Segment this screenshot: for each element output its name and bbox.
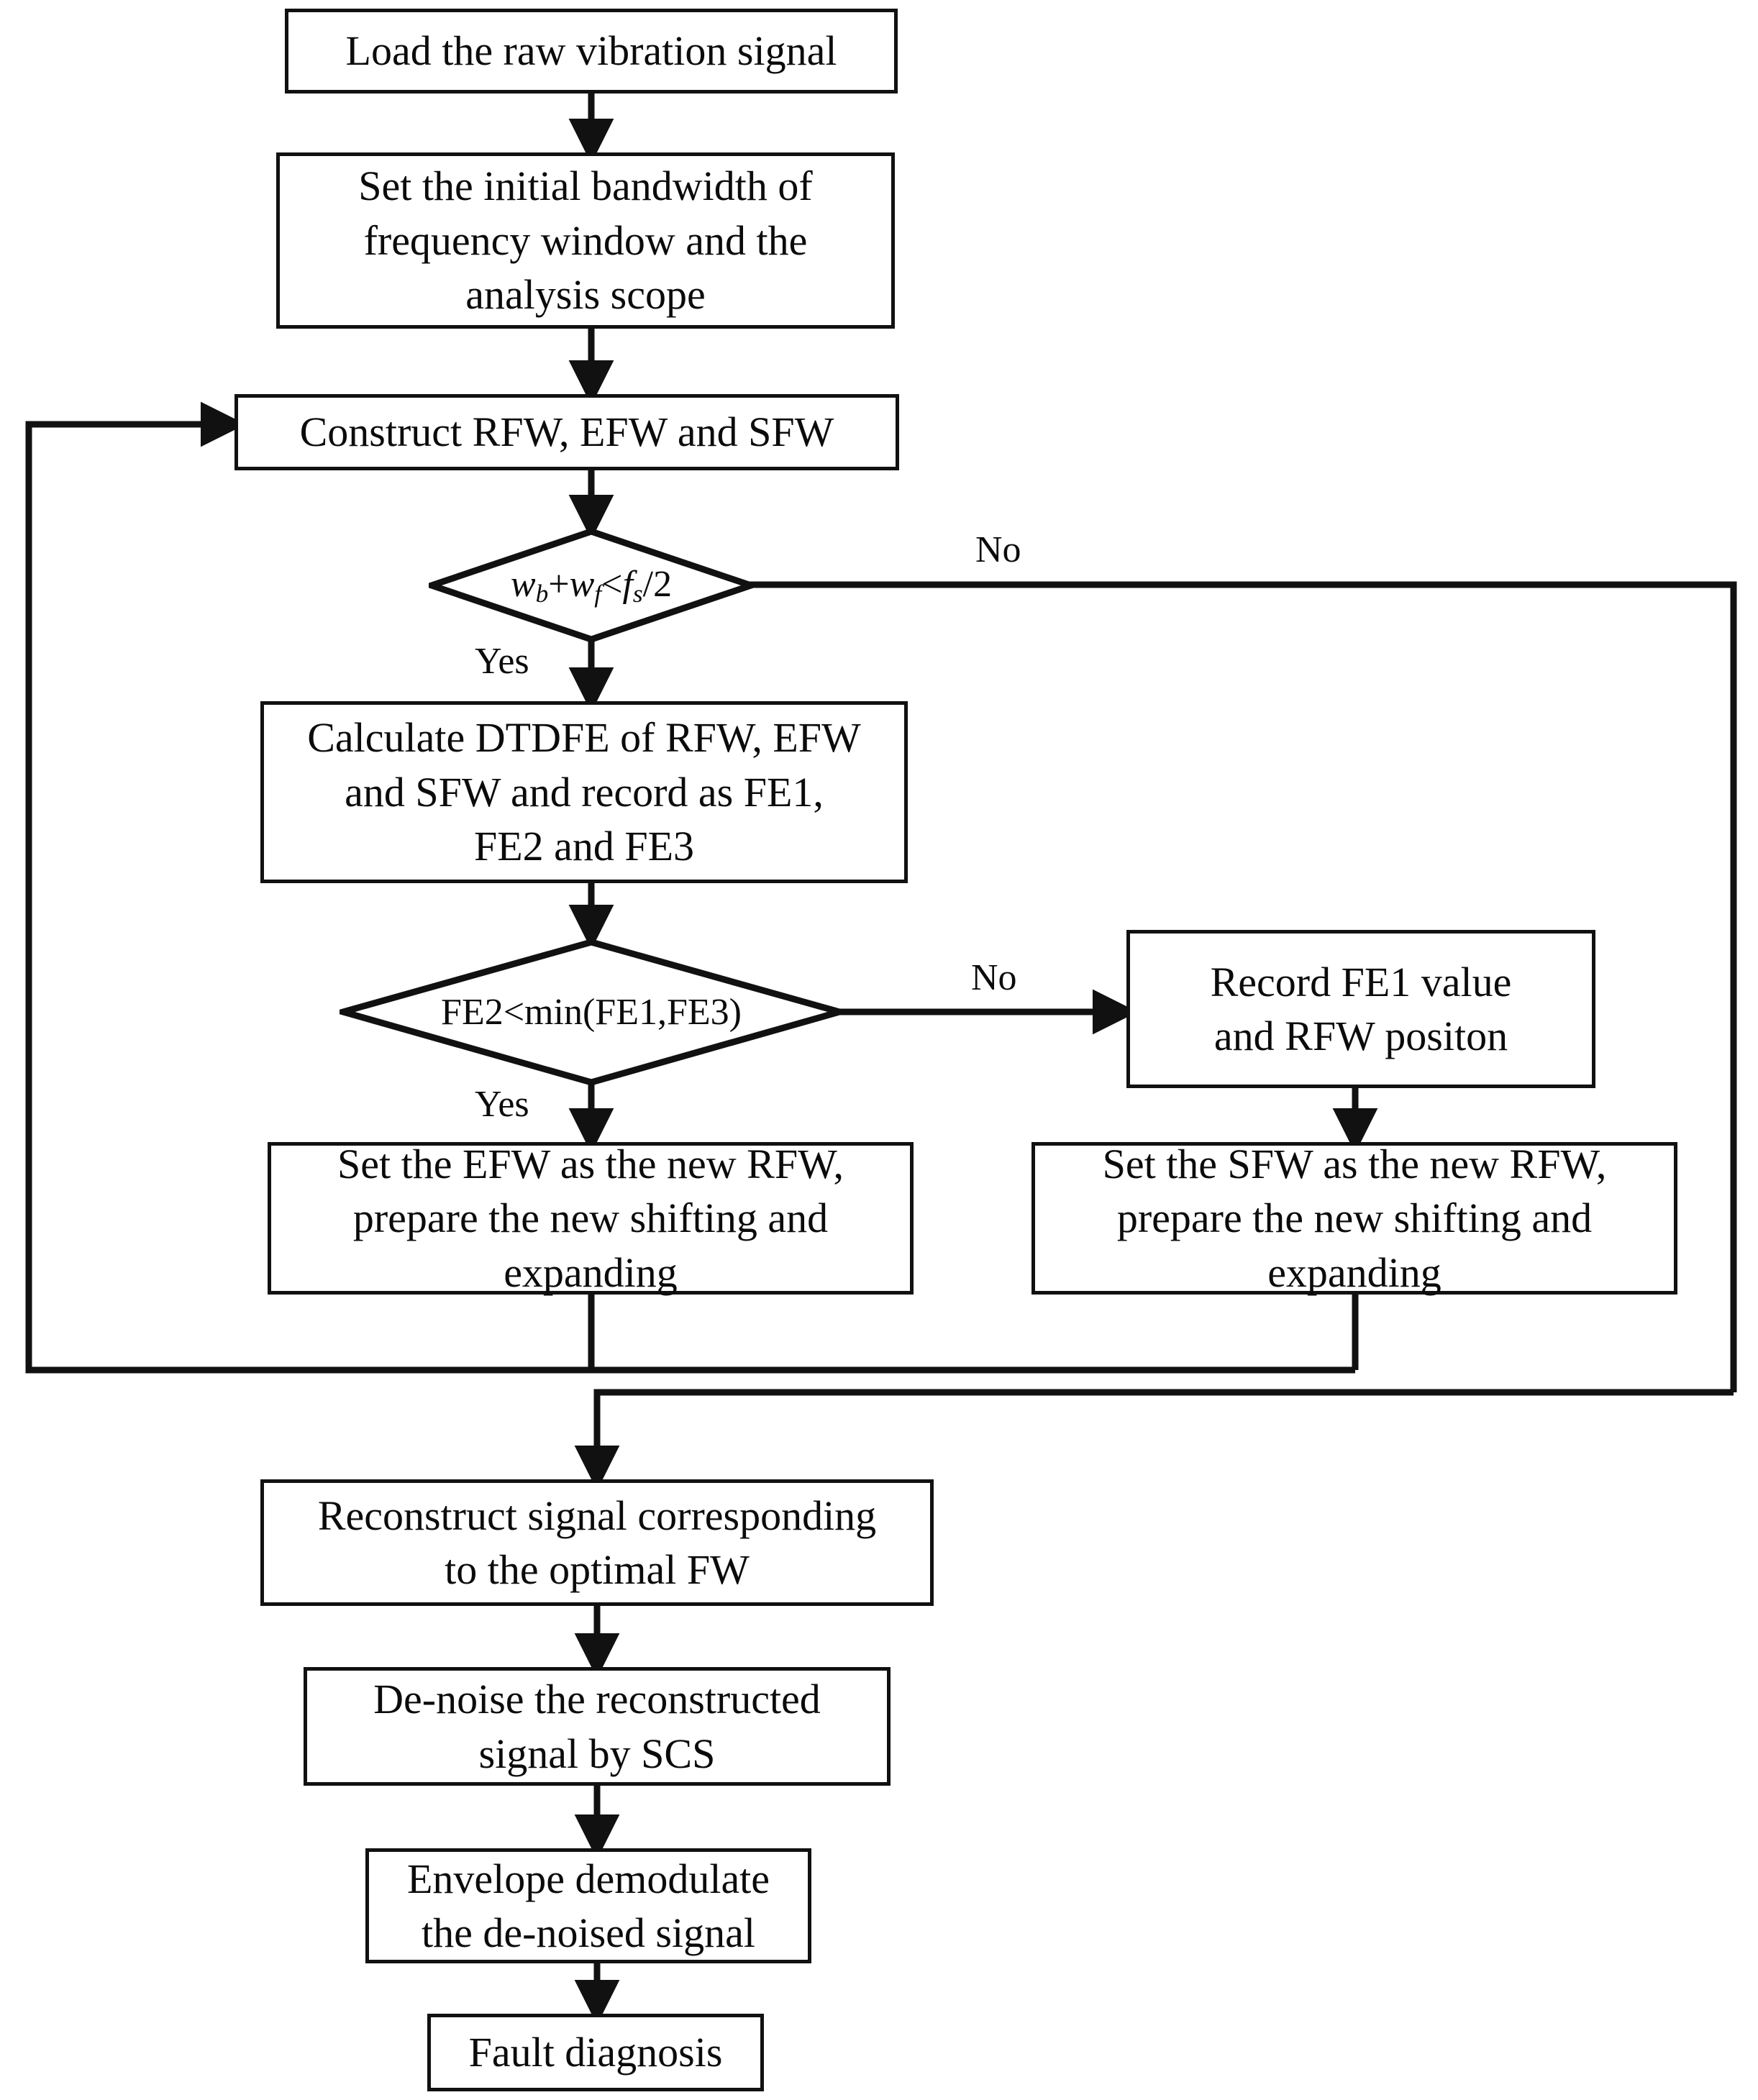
- node-decision-fe-label: FE2<min(FE1,FE3): [441, 991, 742, 1033]
- edge-label-yes-fe: Yes: [475, 1084, 529, 1125]
- edge-label-no-fe: No: [971, 957, 1017, 998]
- node-envelope-label: Envelope demodulate the de-noised signal: [406, 1855, 770, 1956]
- node-set-bandwidth-label: Set the initial bandwidth of frequency w…: [358, 163, 813, 319]
- node-decision-bandwidth-label: wb+wf<fs/2: [429, 529, 754, 642]
- edge-label-no-bandwidth: No: [975, 529, 1021, 570]
- node-calculate-dtdfe[interactable]: Calculate DTDFE of RFW, EFW and SFW and …: [260, 701, 908, 883]
- node-construct-fw-label: Construct RFW, EFW and SFW: [299, 408, 834, 456]
- node-fault-diagnosis[interactable]: Fault diagnosis: [427, 2014, 764, 2091]
- node-construct-fw[interactable]: Construct RFW, EFW and SFW: [234, 394, 899, 470]
- node-set-efw[interactable]: Set the EFW as the new RFW, prepare the …: [268, 1141, 914, 1296]
- node-reconstruct-label: Reconstruct signal corresponding to the …: [317, 1492, 877, 1593]
- node-decision-bandwidth[interactable]: wb+wf<fs/2: [429, 529, 754, 642]
- node-decision-fe[interactable]: FE2<min(FE1,FE3): [340, 939, 843, 1086]
- node-set-efw-label: Set the EFW as the new RFW, prepare the …: [337, 1140, 844, 1296]
- node-denoise[interactable]: De-noise the reconstructed signal by SCS: [304, 1667, 891, 1786]
- node-set-bandwidth[interactable]: Set the initial bandwidth of frequency w…: [276, 152, 895, 329]
- node-calculate-dtdfe-label: Calculate DTDFE of RFW, EFW and SFW and …: [307, 714, 861, 870]
- decision-bandwidth-shape: [429, 529, 754, 642]
- node-reconstruct[interactable]: Reconstruct signal corresponding to the …: [260, 1479, 934, 1606]
- node-set-sfw-label: Set the SFW as the new RFW, prepare the …: [1102, 1140, 1607, 1296]
- edge-label-yes-bandwidth: Yes: [475, 641, 529, 682]
- decision-bandwidth-expression: wb+wf<fs/2: [510, 563, 673, 608]
- decision-fe-shape: [340, 939, 843, 1086]
- node-denoise-label: De-noise the reconstructed signal by SCS: [373, 1676, 821, 1777]
- node-envelope[interactable]: Envelope demodulate the de-noised signal: [365, 1848, 811, 1963]
- node-record-fe1-label: Record FE1 value and RFW positon: [1210, 958, 1512, 1059]
- node-set-sfw[interactable]: Set the SFW as the new RFW, prepare the …: [1031, 1141, 1677, 1296]
- node-load-signal[interactable]: Load the raw vibration signal: [285, 9, 898, 93]
- node-load-signal-label: Load the raw vibration signal: [345, 27, 837, 75]
- node-fault-diagnosis-label: Fault diagnosis: [468, 2029, 723, 2076]
- node-record-fe1[interactable]: Record FE1 value and RFW positon: [1126, 930, 1595, 1088]
- edge-no-branch-to-reconstruct: [574, 1389, 1734, 1491]
